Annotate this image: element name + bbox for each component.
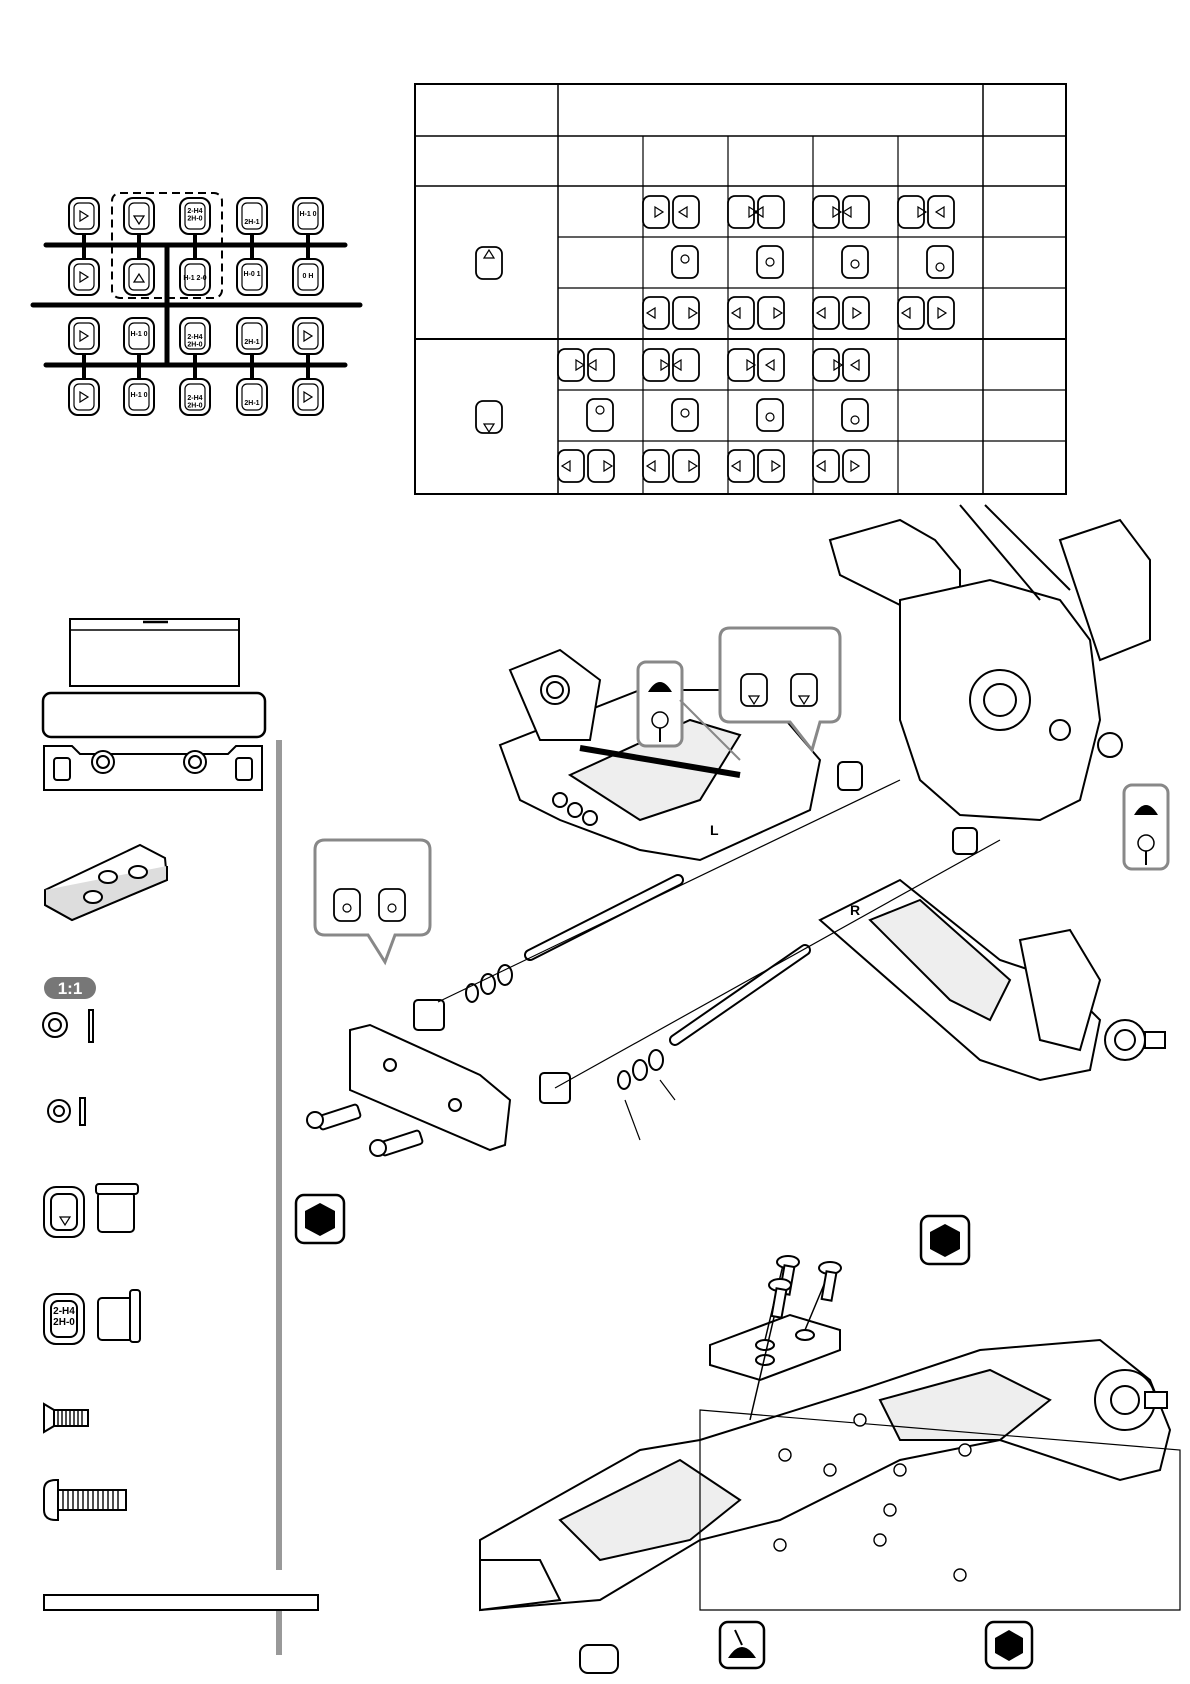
washer-large-part [43,1010,93,1042]
table-row-icon-down [476,401,502,433]
arm-mount-part [44,746,262,790]
insert-part-down [44,1184,138,1237]
callout-insert-center [315,840,430,962]
tree-label: H-1 0 [299,211,316,218]
tree-label: H-1 0 [130,331,147,338]
brace-install-illustration [480,1256,1180,1610]
flat-head-screw-part [44,1404,88,1432]
suspension-assembly-illustration: L R [307,505,1165,1156]
svg-text:R: R [850,902,860,918]
tree-label: 2H-1 [244,400,259,407]
table-row-icon-up [476,247,502,279]
parts-legend-box [70,619,239,686]
threadlock-icon [986,1622,1032,1668]
grease-icon [720,1622,764,1668]
tree-label: H-0 1 [243,271,260,278]
step-number-badge [580,1645,618,1673]
tree-label: H-1 2-0 [183,275,206,282]
parts-bag-label [43,693,265,737]
washer-small-part [48,1098,85,1125]
tree-label: 2H-1 [244,219,259,226]
threadlock-icon [921,1216,969,1264]
threadlock-icon [296,1195,344,1243]
svg-text:L: L [710,822,719,838]
tree-label: 2H-1 [244,339,259,346]
button-head-screw-part [44,1480,126,1520]
ratio-badge: 1:1 [44,977,96,999]
tree-label: H-1 0 [130,392,147,399]
tree-label: 0 H [303,273,314,280]
settings-table [415,84,1066,494]
svg-text:1:1: 1:1 [58,979,83,998]
grease-icon [1124,785,1168,869]
hinge-pin-part [44,1595,318,1610]
brace-plate-part [45,845,167,920]
